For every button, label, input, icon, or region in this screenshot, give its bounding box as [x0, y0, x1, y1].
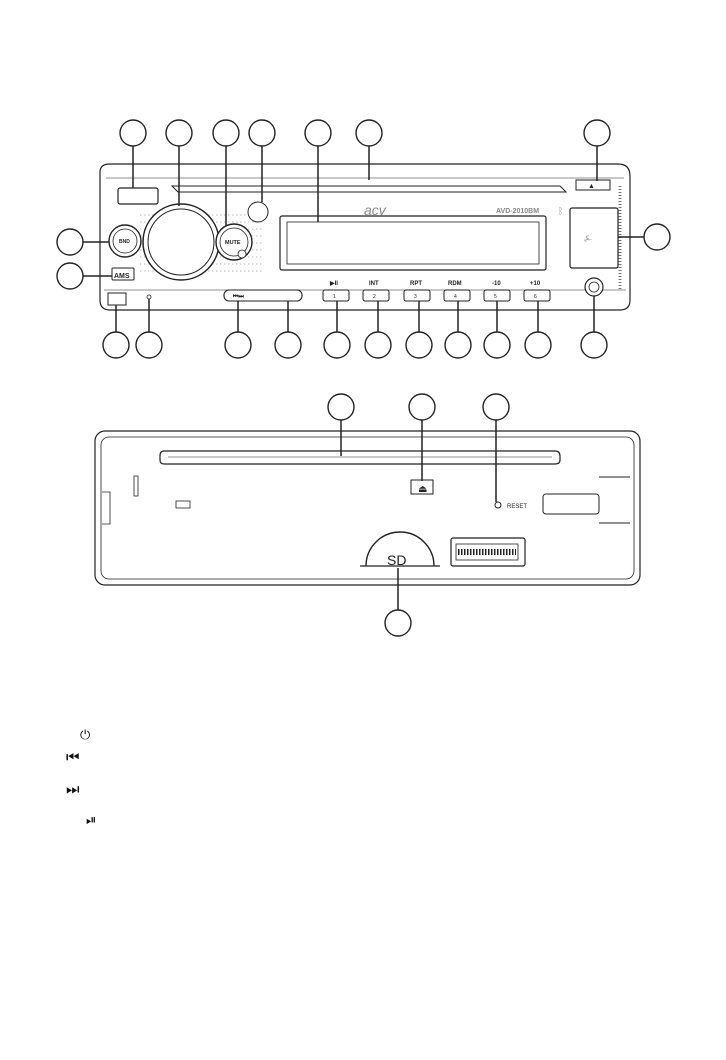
minus10-label: -10 — [492, 281, 501, 287]
bluetooth-icon: ᛒ — [558, 206, 563, 216]
preset-key-4[interactable] — [443, 289, 471, 302]
callout-circle — [583, 119, 611, 147]
callout-circle — [482, 393, 510, 421]
callout-circle — [274, 331, 302, 359]
callout-circle — [224, 331, 252, 359]
seek-rocker[interactable] — [223, 289, 303, 302]
power-icon: ⏻ — [80, 728, 91, 743]
key-5-number: 5 — [494, 294, 497, 300]
plus10-label: +10 — [530, 281, 541, 287]
callout-circle — [323, 331, 351, 359]
sd-label: SD — [387, 552, 406, 568]
reset-label: RESET — [507, 504, 527, 510]
key-1-number: 1 — [333, 294, 336, 300]
model-label: AVD-2010BM — [496, 208, 539, 215]
eject-button[interactable] — [575, 179, 611, 191]
callout-circle — [483, 331, 511, 359]
callout-circle — [165, 119, 193, 147]
callout-circle — [327, 393, 355, 421]
key-3-number: 3 — [414, 294, 417, 300]
key-2-number: 2 — [373, 294, 376, 300]
seek-prev-next-label: ⏮⏭ — [233, 294, 244, 300]
skip-forward-icon: ⏭ — [66, 780, 80, 798]
play-pause-icon: ⏯ — [86, 813, 97, 828]
callout-circle — [56, 262, 84, 290]
rear-disc-slot — [159, 450, 561, 465]
callout-circle — [444, 331, 472, 359]
ir-sensor — [247, 201, 269, 223]
legend-row: ⏮ — [66, 748, 80, 766]
preset-key-6[interactable] — [523, 289, 551, 302]
callout-circle — [355, 119, 383, 147]
mic-hole — [146, 294, 152, 300]
callout-circle — [364, 331, 392, 359]
key-6-number: 6 — [534, 294, 537, 300]
eject-icon: ⏏ — [418, 484, 427, 495]
key-4-number: 4 — [454, 294, 457, 300]
leader-lines-rear — [340, 420, 497, 610]
legend-row: ⏭ — [66, 780, 80, 798]
rpt-label: RPT — [410, 281, 422, 287]
callout-circle — [304, 119, 332, 147]
int-label: INT — [369, 281, 379, 287]
preset-key-5[interactable] — [483, 289, 511, 302]
usb-symbol-icon: ⍼ — [584, 233, 592, 243]
eject-icon-front: ▲ — [588, 183, 595, 190]
brand-logo: acv — [364, 202, 387, 218]
rdm-label: RDM — [448, 281, 462, 287]
rear-connector — [450, 537, 526, 567]
callout-circle — [580, 331, 608, 359]
reset-hole[interactable] — [494, 501, 502, 509]
callout-circle — [408, 393, 436, 421]
legend-row: ⏯ — [86, 813, 96, 828]
preset-key-1[interactable] — [322, 289, 350, 302]
front-panel-text: acv AVD-2010BM ᛒ BND MUTE AMS ▶II INT RP… — [114, 183, 595, 300]
sd-slot-cover — [365, 531, 435, 567]
legend-row: ⏻ — [80, 728, 90, 743]
callout-circle — [135, 331, 163, 359]
callout-circle — [643, 223, 671, 251]
callout-circle — [384, 609, 412, 637]
callout-circle — [56, 228, 84, 256]
preset-key-2[interactable] — [362, 289, 390, 302]
callouts-rear — [327, 393, 510, 637]
rear-panel — [94, 430, 641, 586]
callout-circle — [405, 331, 433, 359]
callout-circle — [119, 119, 147, 147]
bnd-label: BND — [119, 239, 130, 245]
rear-panel-text: ⏏ RESET SD — [387, 484, 527, 568]
power-button[interactable] — [117, 187, 159, 205]
play-pause-label: ▶II — [329, 280, 338, 287]
ams-button[interactable] — [111, 267, 135, 281]
usb-cover[interactable] — [569, 207, 619, 269]
ams-label: AMS — [114, 273, 130, 280]
callout-circle — [524, 331, 552, 359]
rear-window — [542, 493, 600, 515]
callout-circle — [248, 119, 276, 147]
preset-keys — [322, 289, 551, 302]
preset-key-3[interactable] — [403, 289, 431, 302]
front-panel — [99, 163, 631, 311]
callout-circle — [212, 119, 240, 147]
callout-circle — [102, 331, 130, 359]
mute-label: MUTE — [225, 240, 241, 246]
leader-lines-front — [83, 146, 644, 332]
release-button[interactable] — [107, 292, 127, 306]
skip-back-icon: ⏮ — [66, 748, 80, 766]
